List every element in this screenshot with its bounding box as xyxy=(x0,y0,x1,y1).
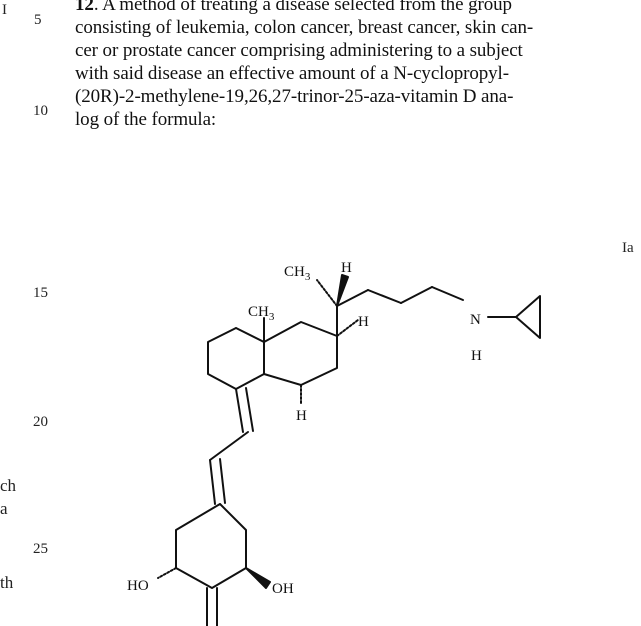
atom-oh: OH xyxy=(272,581,294,597)
exocyclic-bond-a xyxy=(235,388,244,433)
figure-label: Ia xyxy=(622,240,634,256)
claim-line-3: cer or prostate cancer comprising admini… xyxy=(75,40,523,61)
triene-bond-2b xyxy=(219,458,226,504)
exocyclic-bond-b xyxy=(245,387,254,432)
ring-a-bonds xyxy=(175,503,247,589)
h-ring-bond xyxy=(336,319,359,337)
h-top-wedge xyxy=(336,274,349,307)
ho-bond xyxy=(157,567,177,579)
line-number-10: 10 xyxy=(33,103,48,119)
atom-ch3-top: CH3 xyxy=(284,264,311,283)
line-number-15: 15 xyxy=(33,285,48,301)
side-chain-bond-4 xyxy=(400,286,433,304)
line-number-25: 25 xyxy=(33,541,48,557)
line-number-20: 20 xyxy=(33,414,48,430)
claim-line-6: log of the formula: xyxy=(75,109,217,130)
claim-line-5: (20R)-2-methylene-19,26,27-trinor-25-aza… xyxy=(75,86,514,107)
atom-ho: HO xyxy=(127,578,149,594)
triene-bond-2a xyxy=(209,459,216,505)
ch3-top-bond xyxy=(316,279,338,307)
ring-c-bonds xyxy=(207,327,265,390)
cyclopropyl-ring xyxy=(515,295,541,339)
side-chain-bond-5 xyxy=(431,286,464,301)
ring-d-bonds xyxy=(263,321,338,386)
side-chain-bond-2 xyxy=(336,289,369,307)
side-chain-bond-3 xyxy=(367,289,402,304)
left-fragment-line-2: a xyxy=(0,499,8,518)
line-number-5: 5 xyxy=(34,12,42,28)
claim-number: 12 xyxy=(75,0,94,15)
atom-h-top: H xyxy=(341,260,352,276)
atom-ch3-mid: CH3 xyxy=(248,304,275,323)
atom-h-ring: H xyxy=(358,314,369,330)
formula-label-left: I xyxy=(2,2,7,18)
atom-h-bottom: H xyxy=(296,408,307,424)
claim-line-4: with said disease an effective amount of… xyxy=(75,63,509,84)
atom-h-n: H xyxy=(471,348,482,364)
claim-line-2: consisting of leukemia, colon cancer, br… xyxy=(75,17,534,38)
claim-line-1: 12. A method of treating a disease selec… xyxy=(75,0,512,16)
triene-bond-1 xyxy=(209,431,249,461)
left-fragment-line-1: ch xyxy=(0,476,17,495)
oh-wedge xyxy=(245,567,271,589)
claim-text-1: . A method of treating a disease selecte… xyxy=(93,0,512,15)
left-fragment-line-3: th xyxy=(0,573,14,592)
atom-n: N xyxy=(470,312,481,328)
